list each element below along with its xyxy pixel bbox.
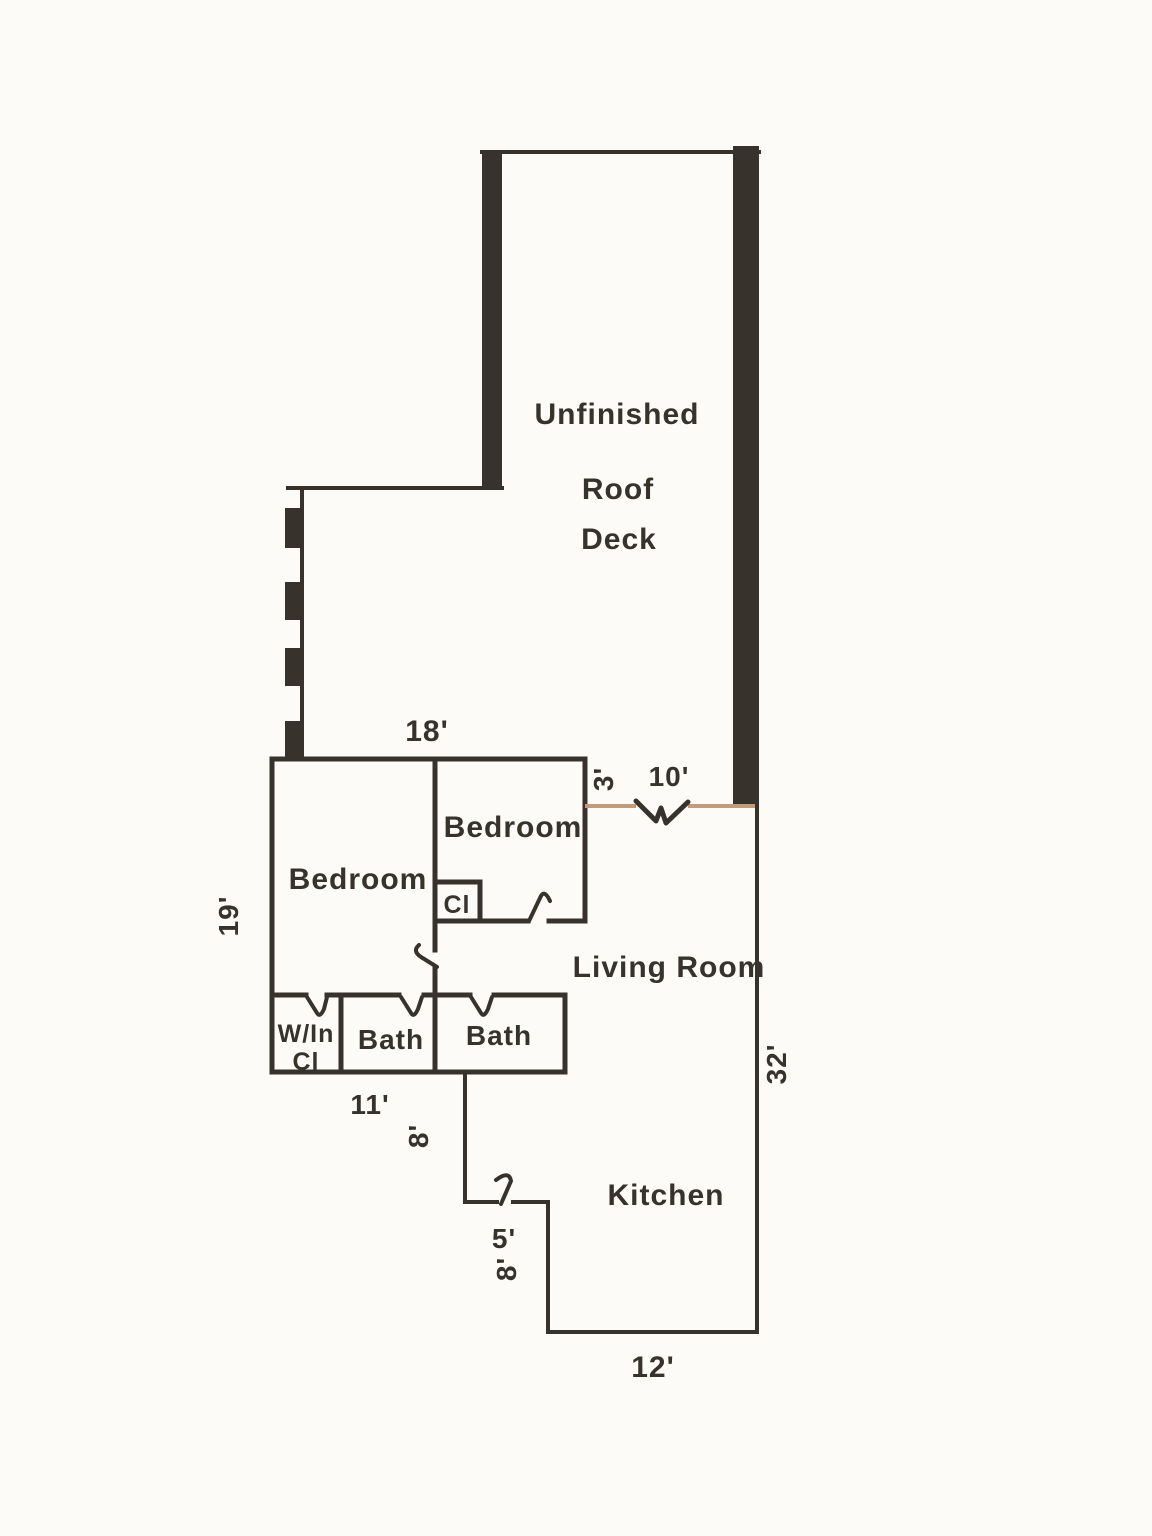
- bath-row-labels: W/In Cl Bath Bath: [278, 1020, 532, 1076]
- dim-right-side-height: 32': [761, 1044, 792, 1085]
- bath-row-walls: [269, 992, 568, 1075]
- bedroom-right-label: Bedroom: [444, 811, 583, 844]
- living-kitchen-walls: [463, 798, 759, 1334]
- roof-deck-right-thick-wall: [733, 146, 759, 806]
- window-hatch-icon: [285, 648, 303, 686]
- bath-right-door-icon: [469, 995, 494, 1017]
- bedroom-left-label: Bedroom: [289, 863, 428, 896]
- dim-kitchen-bottom-width: 12': [631, 1351, 675, 1384]
- walkin-closet-label-line1: W/In: [278, 1020, 335, 1048]
- bedroom-doors: [414, 891, 552, 969]
- roof-deck-label-line2: Roof: [582, 473, 654, 506]
- window-hatch-icon: [285, 508, 303, 548]
- window-hatch-icon: [285, 721, 303, 758]
- living-room-label: Living Room: [573, 951, 766, 984]
- walkin-closet-door-icon: [305, 995, 329, 1017]
- bedroom-labels: Bedroom Bedroom Cl: [289, 811, 583, 919]
- bedroom-right-door-icon: [527, 891, 552, 923]
- kitchen-door-icon: [494, 1173, 513, 1206]
- bath-row-doors: [305, 995, 494, 1017]
- dim-bedroom-side-height: 19': [213, 896, 244, 937]
- roof-deck-walls: [285, 146, 761, 806]
- hall-door-icon: [414, 943, 439, 969]
- bedroom-block-walls: [269, 756, 588, 1075]
- roof-deck-label-line3: Deck: [581, 523, 657, 556]
- roof-deck-left-thick-wall: [482, 152, 502, 488]
- dim-hall-segment-height: 8': [403, 1124, 434, 1148]
- roof-deck-label-line1: Unfinished: [535, 398, 700, 431]
- roof-deck-labels: Unfinished Roof Deck: [535, 398, 700, 556]
- dim-kitchen-left-height: 8': [491, 1257, 522, 1281]
- dim-living-opening-width: 10': [649, 761, 690, 792]
- dimension-labels: 18' 19' 3' 10' 32' 11' 8' 5' 8' 12': [213, 715, 792, 1384]
- dim-living-opening-offset: 3': [588, 767, 619, 791]
- closet-label: Cl: [444, 891, 471, 919]
- kitchen-label: Kitchen: [607, 1179, 724, 1212]
- bath-right-label: Bath: [466, 1020, 532, 1051]
- opening-break-icon: [633, 798, 691, 826]
- bath-left-label: Bath: [358, 1024, 424, 1055]
- dim-bath-row-width: 11': [350, 1089, 389, 1120]
- dim-kitchen-jog-width: 5': [492, 1223, 516, 1254]
- window-hatch-icon: [285, 582, 303, 620]
- bath-left-door-icon: [399, 995, 424, 1017]
- dim-deck-bottom-width: 18': [405, 715, 449, 748]
- living-kitchen-labels: Living Room Kitchen: [573, 951, 766, 1212]
- walkin-closet-label-line2: Cl: [293, 1048, 320, 1076]
